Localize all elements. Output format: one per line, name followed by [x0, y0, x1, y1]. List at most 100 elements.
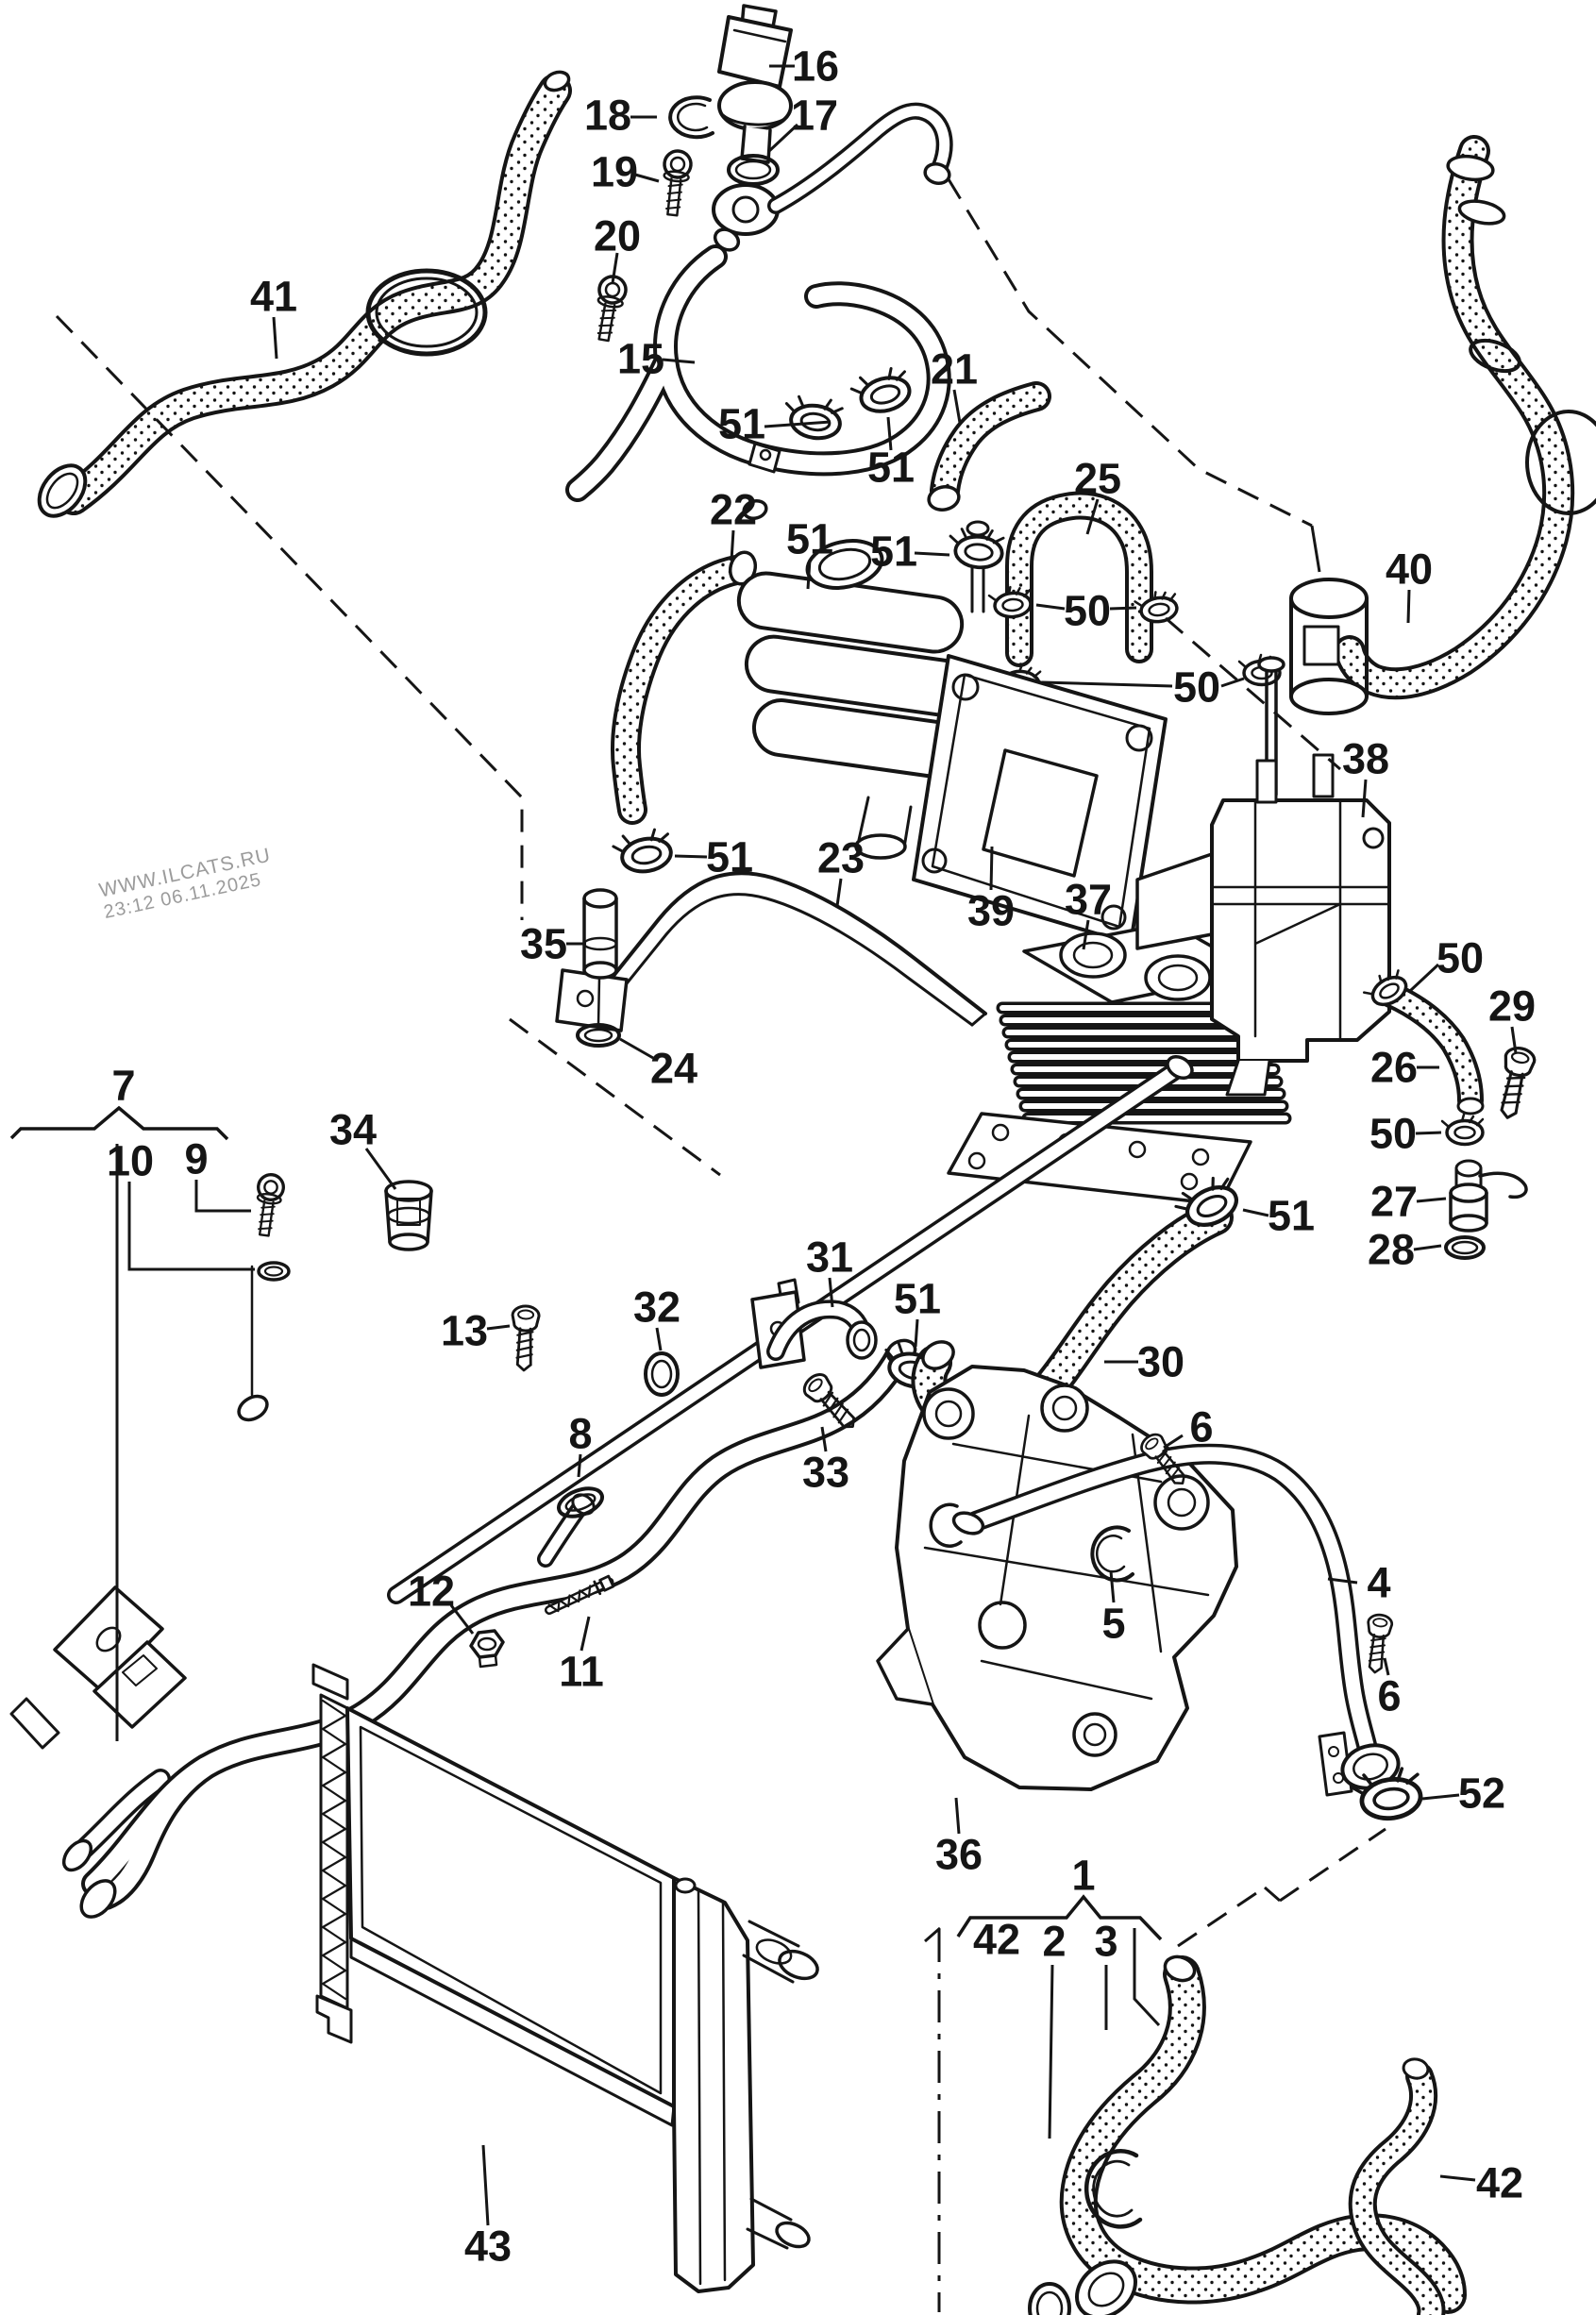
nut-12 [469, 1629, 505, 1669]
part-label-18: 18 [584, 92, 631, 140]
part-label-39: 39 [967, 887, 1015, 935]
clip-5 [1090, 1525, 1134, 1583]
hose-22 [610, 550, 758, 825]
part-label-1: 1 [1071, 1852, 1095, 1900]
part-label-51c: 51 [786, 515, 833, 563]
part-label-12: 12 [408, 1568, 455, 1616]
part-label-11: 11 [559, 1648, 604, 1696]
part-label-5: 5 [1101, 1600, 1125, 1648]
part-label-50c: 50 [1436, 934, 1484, 982]
elbow-31 [750, 1278, 878, 1369]
part-label-31: 31 [806, 1233, 853, 1282]
part-label-32: 32 [633, 1283, 680, 1332]
part-label-7: 7 [111, 1062, 135, 1110]
part-label-4: 4 [1367, 1559, 1390, 1607]
part-label-25: 25 [1074, 455, 1121, 503]
o-ring-32 [644, 1351, 680, 1397]
hose-21 [927, 381, 1051, 512]
bolt-19 [657, 147, 695, 218]
stud-11 [545, 1574, 615, 1615]
oil-cooler-housing-39 [736, 520, 1168, 946]
clip-18 [668, 95, 714, 140]
hose-42 [1348, 2057, 1446, 2315]
screw-6 [1361, 1612, 1395, 1675]
clamp-51 [610, 825, 676, 879]
part-label-8: 8 [568, 1410, 592, 1458]
hose-41-loop-ring [365, 268, 488, 357]
part-label-38: 38 [1342, 735, 1389, 783]
part-label-19: 19 [591, 148, 638, 196]
part-label-23: 23 [817, 834, 865, 882]
part-label-43: 43 [464, 2223, 512, 2271]
part-label-51a: 51 [718, 400, 765, 448]
o-ring-8 [557, 1486, 604, 1518]
part-label-52: 52 [1458, 1770, 1505, 1818]
clamp-51 [780, 392, 846, 444]
part-label-34: 34 [329, 1106, 377, 1154]
screw-13 [509, 1304, 541, 1372]
dash-reference-lines [55, 178, 1386, 1948]
hose-40-elbow-connector [1289, 578, 1369, 715]
part-label-40: 40 [1386, 545, 1433, 594]
grommet-34 [384, 1180, 433, 1251]
group-brackets [9, 1105, 1163, 1941]
pipe-4 [929, 1443, 1401, 1797]
part-label-50a: 50 [1064, 587, 1111, 635]
hose-41 [37, 70, 572, 518]
part-label-42b: 42 [1476, 2159, 1523, 2207]
dash-line-ticks [924, 525, 1321, 1943]
clamp-50 [1440, 1113, 1485, 1147]
engine-bracket-36 [876, 1365, 1238, 1791]
part-label-26: 26 [1370, 1044, 1418, 1092]
part-label-50d: 50 [1369, 1110, 1417, 1158]
part-label-37: 37 [1065, 876, 1112, 924]
bracket-38 [1135, 753, 1391, 1097]
part-label-9: 9 [184, 1135, 208, 1183]
pin-35 [582, 888, 618, 1027]
connector-27 [1449, 1159, 1528, 1233]
bolt-20 [589, 273, 630, 344]
part-label-3: 3 [1094, 1918, 1117, 1966]
radiator-43 [311, 1663, 819, 2293]
part-label-35: 35 [520, 920, 567, 968]
leader-lines [115, 64, 1518, 2226]
part-label-29: 29 [1488, 982, 1536, 1031]
hose-26 [1378, 981, 1485, 1116]
diagram-artwork [9, 4, 1596, 2315]
hose-group-1 [1059, 1954, 1467, 2315]
bolt-9 [250, 1171, 287, 1239]
o-ring-28 [1444, 1235, 1486, 1260]
part-label-50b: 50 [1173, 663, 1220, 712]
part-label-41: 41 [250, 273, 297, 321]
sensor-16-assembly [712, 4, 953, 236]
part-label-2: 2 [1042, 1918, 1066, 1966]
bracket-23 [555, 871, 987, 1032]
screw-29 [1491, 1044, 1538, 1123]
part-label-42a: 42 [973, 1916, 1020, 1964]
part-label-16: 16 [792, 42, 839, 91]
part-label-27: 27 [1370, 1178, 1418, 1226]
clamp-51 [847, 363, 916, 420]
hose-40 [1289, 135, 1596, 715]
clip-3 [1084, 2149, 1143, 2229]
part-label-10: 10 [107, 1137, 154, 1185]
o-ring-24 [576, 1023, 621, 1048]
part-label-30: 30 [1137, 1338, 1184, 1386]
o-ring-2 [1028, 2282, 1071, 2315]
part-label-28: 28 [1368, 1226, 1415, 1274]
part-label-13: 13 [441, 1307, 488, 1355]
part-label-24: 24 [650, 1045, 697, 1093]
part-label-51b: 51 [867, 444, 915, 492]
o-ring-10 [257, 1261, 291, 1282]
part-label-6b: 6 [1377, 1672, 1401, 1720]
part-label-51g: 51 [894, 1275, 941, 1323]
part-label-17: 17 [791, 92, 838, 140]
part-label-51d: 51 [870, 528, 917, 576]
part-label-33: 33 [802, 1449, 849, 1497]
part-label-21: 21 [931, 345, 978, 394]
part-label-6a: 6 [1189, 1403, 1213, 1451]
part-label-51e: 51 [706, 833, 753, 881]
